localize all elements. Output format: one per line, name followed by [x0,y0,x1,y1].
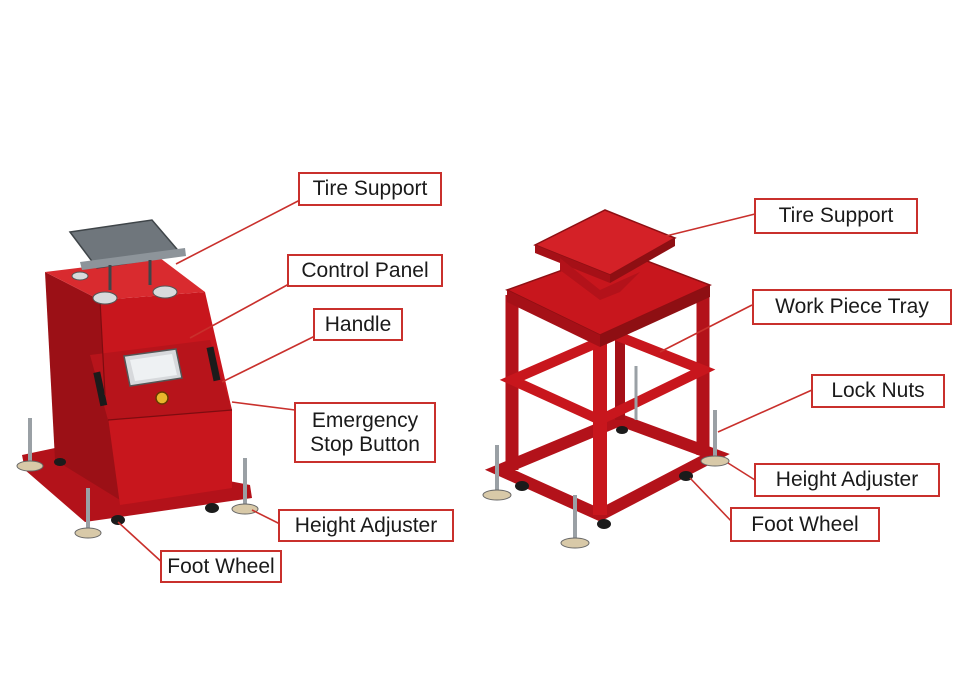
leader-left-height-adjuster [251,509,281,525]
left-handle [93,371,108,407]
right-wheel-1 [515,481,529,491]
label-right-lock-nuts: Lock Nuts [811,374,945,408]
left-machine [16,219,259,539]
label-right-height-adjuster: Height Adjuster [754,463,940,497]
left-wheel-1 [111,515,125,525]
leader-left-handle [221,335,316,383]
leader-right-height-adjuster [727,462,756,481]
label-right-foot-wheel: Foot Wheel [730,507,880,542]
leader-right-lock-nuts [717,389,813,433]
right-feet [482,366,730,549]
right-handle [206,346,221,382]
left-tire-support [68,219,186,290]
right-wheel-4 [616,426,628,434]
leader-left-control-panel [189,283,290,339]
leader-left-tire-support [175,199,301,265]
right-tire-support-edge [535,245,610,283]
left-wheel-2 [205,503,219,513]
top-puck-right [152,285,178,299]
body-seam [99,299,106,396]
stand-top-frame-edge [507,290,600,347]
top-puck-back [71,271,89,281]
leader-right-work-piece-tray [659,304,753,353]
stand-base-back [484,413,730,522]
body-seam-2 [107,409,233,421]
emergency-stop-icon [155,391,169,405]
right-stand [482,209,730,549]
left-feet [16,418,259,539]
leader-right-tire-support [665,213,756,237]
leader-right-foot-wheel [689,477,734,524]
right-tire-support-edge-2 [610,238,675,283]
leader-left-emergency-stop [231,401,296,411]
label-right-work-piece-tray: Work Piece Tray [752,289,952,325]
control-screen-inner [130,354,177,381]
support-bracket [560,258,640,300]
label-left-tire-support: Tire Support [298,172,442,206]
leader-left-foot-wheel [117,521,166,566]
label-left-emergency-stop-button: Emergency Stop Button [294,402,436,463]
right-wheel-2 [597,519,611,529]
label-right-tire-support: Tire Support [754,198,918,234]
label-left-height-adjuster: Height Adjuster [278,509,454,542]
label-left-foot-wheel: Foot Wheel [160,550,282,583]
left-wheel-3 [54,458,66,466]
top-puck-left [92,291,118,305]
label-left-handle: Handle [313,308,403,341]
stand-top-frame-edge-2 [600,285,710,347]
label-left-control-panel: Control Panel [287,254,443,287]
stand-mid-frame [499,329,716,426]
leader-lines [117,199,813,566]
